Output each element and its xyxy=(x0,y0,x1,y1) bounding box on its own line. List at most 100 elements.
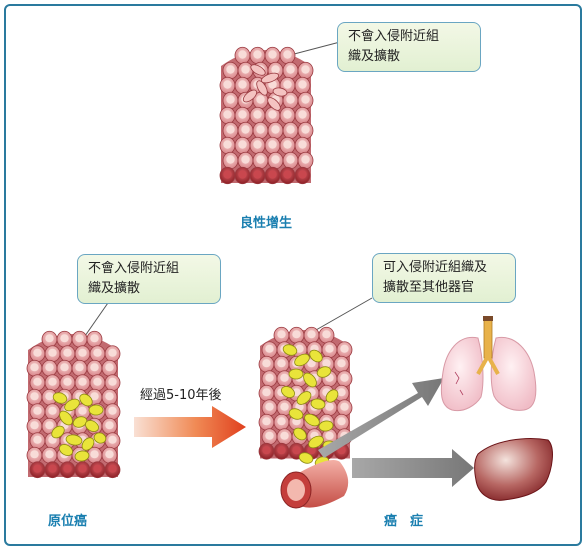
cell-nucleus xyxy=(277,446,286,455)
cell-nucleus xyxy=(33,377,42,386)
benign-tissue xyxy=(219,46,314,185)
cancer-callout-line-2: 擴散至其他器官 xyxy=(383,280,475,295)
benign-callout: 不會入侵附近組 織及擴散 xyxy=(337,22,481,72)
cell-nucleus xyxy=(286,155,295,164)
cell-nucleus xyxy=(271,155,280,164)
cell-nucleus xyxy=(265,402,274,411)
cell-nucleus xyxy=(33,435,42,444)
cell-nucleus xyxy=(45,334,54,343)
swirled-cell xyxy=(261,72,279,84)
tumor-cell xyxy=(59,410,73,426)
tumor-cell xyxy=(65,434,83,446)
cell-nucleus xyxy=(238,170,247,179)
cell-nucleus xyxy=(298,140,307,149)
tumor-cell xyxy=(309,349,323,363)
cell-nucleus xyxy=(63,464,72,473)
tumor-cell xyxy=(282,344,298,356)
cell-nucleus xyxy=(45,363,54,372)
cell-nucleus xyxy=(33,348,42,357)
cell-nucleus xyxy=(238,110,247,119)
cell-nucleus xyxy=(298,170,307,179)
tumor-cell xyxy=(310,398,326,410)
cell-nucleus xyxy=(226,125,235,134)
tumor-cell xyxy=(288,368,304,380)
cell-nucleus xyxy=(322,330,331,339)
cell-nucleus xyxy=(286,125,295,134)
cell-nucleus xyxy=(108,406,117,415)
cell-nucleus xyxy=(262,388,271,397)
cell-nucleus xyxy=(262,359,271,368)
in-situ-callout-line-1: 不會入侵附近組 xyxy=(88,261,180,276)
cell-nucleus xyxy=(307,359,316,368)
cell-nucleus xyxy=(105,392,114,401)
swirled-cell xyxy=(267,97,281,111)
cell-nucleus xyxy=(268,140,277,149)
cell-nucleus xyxy=(340,402,349,411)
liver-illustration xyxy=(474,438,553,501)
cell-nucleus xyxy=(105,450,114,459)
cell-nucleus xyxy=(241,125,250,134)
cancer-callout: 可入侵附近組織及 擴散至其他器官 xyxy=(372,253,516,303)
blood-vessel xyxy=(280,460,349,509)
cell-nucleus xyxy=(93,377,102,386)
cell-nucleus xyxy=(108,377,117,386)
cell-nucleus xyxy=(280,431,289,440)
cell-nucleus xyxy=(283,50,292,59)
cell-nucleus xyxy=(30,421,39,430)
tumor-cell xyxy=(51,425,65,439)
in-situ-callout-line-2: 織及擴散 xyxy=(88,281,141,296)
tumor-cell xyxy=(316,366,332,378)
cell-nucleus xyxy=(340,344,349,353)
metastasis-arrow-liver xyxy=(352,449,474,487)
cancer-leader-line xyxy=(315,297,373,331)
cell-nucleus xyxy=(90,363,99,372)
cell-nucleus xyxy=(105,421,114,430)
swirled-cell xyxy=(256,80,268,96)
cell-nucleus xyxy=(322,359,331,368)
cell-nucleus xyxy=(90,392,99,401)
cell-nucleus xyxy=(268,170,277,179)
cell-nucleus xyxy=(241,65,250,74)
cancer-caption: 癌 症 xyxy=(384,514,424,529)
cell-nucleus xyxy=(265,431,274,440)
cell-nucleus xyxy=(262,446,271,455)
tumor-cell xyxy=(85,420,99,432)
cell-nucleus xyxy=(325,344,334,353)
cell-nucleus xyxy=(280,373,289,382)
tumor-cell xyxy=(288,408,304,420)
cell-nucleus xyxy=(337,388,346,397)
cell-nucleus xyxy=(226,65,235,74)
cell-nucleus xyxy=(295,344,304,353)
cell-nucleus xyxy=(301,65,310,74)
cell-nucleus xyxy=(337,359,346,368)
cell-nucleus xyxy=(256,95,265,104)
cell-nucleus xyxy=(253,140,262,149)
tumor-cell xyxy=(325,389,339,403)
cell-nucleus xyxy=(30,450,39,459)
cell-nucleus xyxy=(223,170,232,179)
cell-nucleus xyxy=(93,464,102,473)
cell-nucleus xyxy=(298,80,307,89)
cell-nucleus xyxy=(340,373,349,382)
cell-nucleus xyxy=(45,450,54,459)
cell-nucleus xyxy=(277,359,286,368)
tumor-cell xyxy=(281,386,295,398)
tumor-cell xyxy=(318,420,334,432)
cell-nucleus xyxy=(283,170,292,179)
cell-nucleus xyxy=(268,110,277,119)
swirled-cell xyxy=(272,87,288,97)
progression-label: 經過5-10年後 xyxy=(140,388,222,403)
cell-nucleus xyxy=(298,110,307,119)
cell-nucleus xyxy=(30,363,39,372)
cell-nucleus xyxy=(48,406,57,415)
tumor-cell xyxy=(59,444,73,456)
cell-nucleus xyxy=(262,417,271,426)
cell-nucleus xyxy=(78,377,87,386)
benign-callout-line-1: 不會入侵附近組 xyxy=(348,29,440,44)
cell-nucleus xyxy=(78,348,87,357)
cell-nucleus xyxy=(307,330,316,339)
cell-nucleus xyxy=(226,95,235,104)
cell-nucleus xyxy=(301,155,310,164)
tumor-cell xyxy=(293,427,307,441)
cell-nucleus xyxy=(223,140,232,149)
